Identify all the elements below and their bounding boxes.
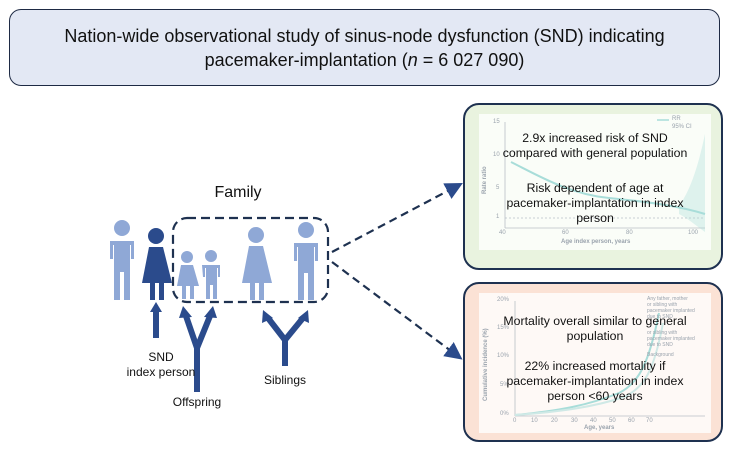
offspring-child1-figure: [177, 251, 199, 299]
ytick-5: 5: [496, 185, 500, 191]
dashed-arrow-to-top-panel: [331, 182, 463, 253]
siblings-arrow: [265, 316, 306, 366]
index-person-label-line1: SND: [148, 350, 174, 364]
legend-any-relative-line3: pacemaker implanted: [647, 308, 695, 314]
xtick-80: 80: [626, 230, 633, 236]
finding-young-line3: person <60 years: [547, 389, 643, 403]
xtick-60: 60: [628, 418, 635, 424]
legend-any-relative-line4: due to SND: [647, 314, 673, 320]
incidence-curve-relatives: [514, 322, 664, 416]
finding-age-dependence: Risk dependent of age at pacemaker-impla…: [479, 181, 711, 226]
finding-risk: 2.9x increased risk of SND compared with…: [479, 131, 711, 161]
ytick-5pct: 5%: [500, 382, 509, 388]
finding-young-line1: 22% increased mortality if: [524, 359, 666, 373]
title-line2-prefix: pacemaker-implantation (: [204, 49, 408, 70]
rate-ratio-xlabel: Age index person, years: [561, 239, 631, 245]
index-person-figure: [142, 228, 172, 300]
legend-background: Background: [647, 352, 674, 358]
finding-mortality-overall: Mortality overall similar to general pop…: [479, 314, 711, 344]
finding-mortality-line1: Mortality overall similar to general: [503, 314, 687, 328]
xtick-40: 40: [590, 418, 597, 424]
cumulative-incidence-plot: 20% 15% 10% 5% 0% 0 10 20 30 40 50 60 70…: [479, 293, 711, 433]
xtick-50: 50: [609, 418, 616, 424]
legend-sibling-line3: due to SND: [647, 342, 673, 348]
xtick-20: 20: [551, 418, 558, 424]
index-person-label-line2: index person: [126, 365, 196, 379]
index-person-label: SND index person: [126, 350, 196, 380]
legend-any-relative-line1: Any father, mother: [647, 296, 688, 302]
rate-ratio-curve: [510, 161, 706, 215]
legend-sibling: or sibling with pacemaker implanted due …: [647, 330, 695, 348]
finding-age-line1: Risk dependent of age at: [526, 181, 664, 195]
legend-sibling-line2: pacemaker implanted: [647, 336, 695, 342]
title-line2-suffix: = 6 027 090): [417, 49, 525, 70]
ytick-15pct: 15%: [497, 325, 510, 331]
offspring-label: Offspring: [172, 395, 222, 409]
xtick-0: 0: [513, 418, 517, 424]
offspring-arrowheads: [179, 306, 217, 318]
finding-mortality-young: 22% increased mortality if pacemaker-imp…: [479, 359, 711, 404]
legend-any-relative-line2: or sibling with: [647, 302, 678, 308]
finding-risk-line1: 2.9x increased risk of SND: [522, 131, 668, 145]
ytick-10pct: 10%: [497, 353, 510, 359]
finding-age-line2: pacemaker-implantation in index: [506, 196, 684, 210]
rate-ratio-ci-band: [679, 134, 705, 232]
legend-any-relative: Any father, mother or sibling with pacem…: [647, 296, 695, 320]
dashed-arrow-to-bottom-panel: [331, 261, 463, 360]
sibling-male-figure: [294, 222, 318, 300]
legend-sibling-line1: or sibling with: [647, 330, 678, 336]
finding-age-line3: person: [576, 211, 614, 225]
xtick-100: 100: [688, 230, 699, 236]
ytick-10: 10: [493, 152, 500, 158]
ytick-15: 15: [493, 119, 500, 125]
xtick-60: 60: [562, 230, 569, 236]
cumulative-incidence-graphics: [514, 301, 705, 417]
siblings-arrowheads: [262, 310, 309, 323]
finding-mortality-line2: population: [566, 329, 624, 343]
mortality-panel: 20% 15% 10% 5% 0% 0 10 20 30 40 50 60 70…: [463, 282, 723, 442]
study-title-line1: Nation-wide observational study of sinus…: [64, 25, 665, 46]
siblings-label: Siblings: [263, 373, 307, 387]
rate-ratio-plot-graphics: [504, 119, 706, 232]
family-label: Family: [214, 184, 262, 201]
legend-background-line1: Background: [647, 352, 674, 358]
offspring-arrow: [183, 314, 213, 392]
index-person-arrow: [150, 302, 162, 338]
offspring-child2-figure: [202, 250, 220, 299]
finding-young-line2: pacemaker-implantation in index: [506, 374, 684, 388]
ytick-1: 1: [496, 214, 500, 220]
xtick-30: 30: [571, 418, 578, 424]
sibling-female-figure: [242, 227, 272, 300]
legend-ci: 95% CI: [672, 124, 692, 130]
ytick-20pct: 20%: [497, 297, 510, 303]
legend-rr: RR: [672, 116, 681, 122]
relative-risk-panel: RR 95% CI 15 10 5 1 40 60 80 100 Age ind…: [463, 103, 723, 270]
finding-risk-line2: compared with general population: [502, 146, 688, 160]
title-n-symbol: n: [407, 49, 418, 70]
xtick-40: 40: [499, 230, 506, 236]
study-title-box: Nation-wide observational study of sinus…: [9, 9, 720, 86]
rate-ratio-plot: RR 95% CI 15 10 5 1 40 60 80 100 Age ind…: [479, 114, 711, 250]
father-figure: [110, 220, 134, 300]
xtick-10: 10: [531, 418, 538, 424]
incidence-xlabel: Age, years: [584, 425, 615, 431]
relatives-dashed-box: [171, 216, 330, 304]
ytick-0pct: 0%: [500, 411, 509, 417]
xtick-70: 70: [646, 418, 653, 424]
study-title-line2: pacemaker-implantation (n = 6 027 090): [205, 48, 525, 72]
